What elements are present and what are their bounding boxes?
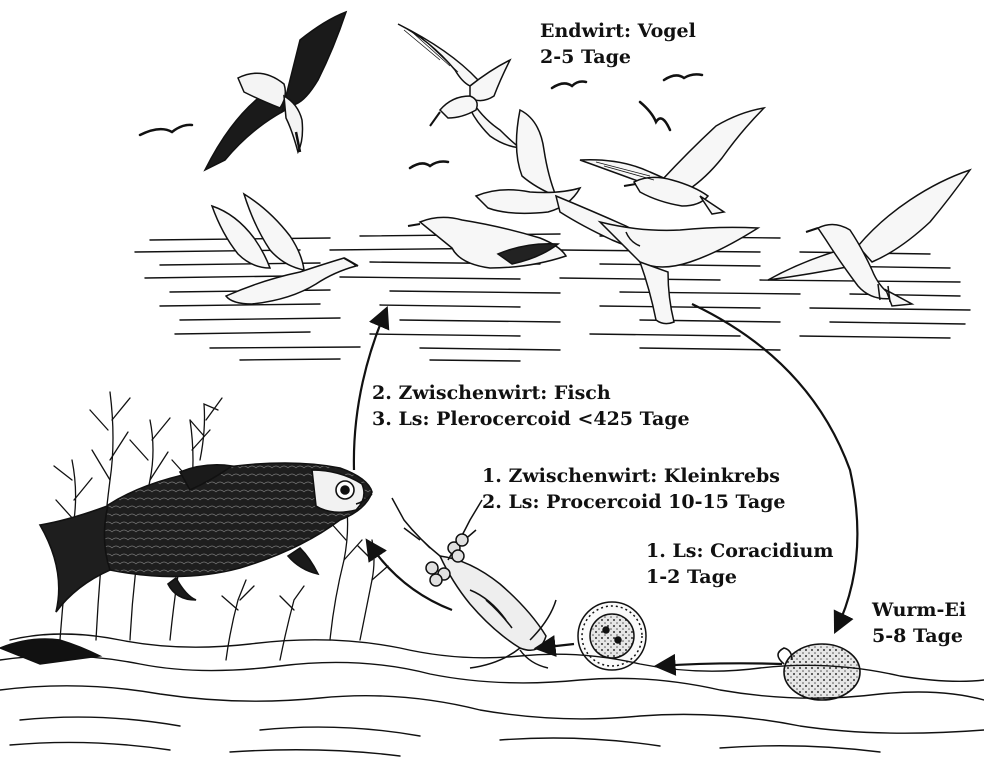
gull-far-right: [768, 170, 970, 306]
label-worm-egg-line2: 5-8 Tage: [872, 623, 966, 649]
label-final-host-line1: Endwirt: Vogel: [540, 18, 696, 44]
left-gull-on-water: [212, 194, 358, 304]
label-fish-host-line2: 3. Ls: Plerocercoid <425 Tage: [372, 406, 690, 432]
worm-egg: [778, 644, 860, 700]
label-crustacean-host: 1. Zwischenwirt: Kleinkrebs 2. Ls: Proce…: [482, 463, 786, 515]
label-crustacean-host-line2: 2. Ls: Procercoid 10-15 Tage: [482, 489, 786, 515]
label-crustacean-host-line1: 1. Zwischenwirt: Kleinkrebs: [482, 463, 786, 489]
label-fish-host: 2. Zwischenwirt: Fisch 3. Ls: Plerocerco…: [372, 380, 690, 432]
flying-gull-top: [398, 24, 520, 148]
label-coracidium-line1: 1. Ls: Coracidium: [646, 538, 833, 564]
coracidium: [578, 602, 646, 670]
label-coracidium-line2: 1-2 Tage: [646, 564, 833, 590]
fish: [40, 463, 372, 612]
label-coracidium: 1. Ls: Coracidium 1-2 Tage: [646, 538, 833, 590]
dark-gull: [205, 12, 346, 170]
label-final-host: Endwirt: Vogel 2-5 Tage: [540, 18, 696, 70]
label-worm-egg-line1: Wurm-Ei: [872, 597, 966, 623]
label-worm-egg: Wurm-Ei 5-8 Tage: [872, 597, 966, 649]
label-final-host-line2: 2-5 Tage: [540, 44, 696, 70]
copepod: [392, 498, 556, 668]
flying-gull-right: [580, 108, 764, 214]
label-fish-host-line1: 2. Zwischenwirt: Fisch: [372, 380, 690, 406]
